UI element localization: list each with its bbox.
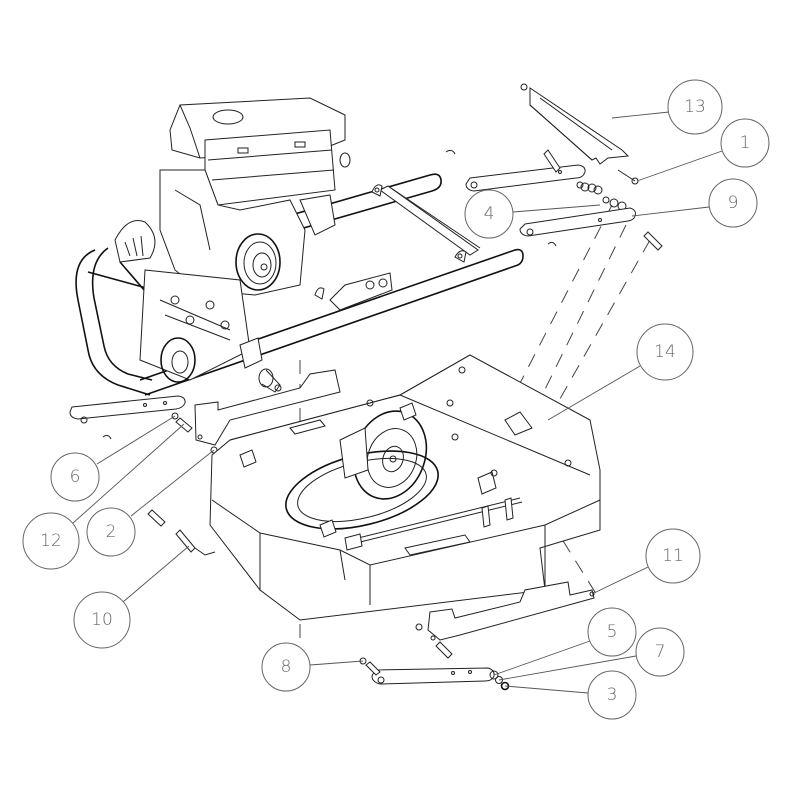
callouts: 13 1 9 4 14 6 (22, 79, 770, 720)
svg-text:12: 12 (40, 531, 62, 551)
left-link-and-bracket (69, 369, 341, 556)
svg-text:11: 11 (662, 546, 684, 566)
callout-6[interactable]: 6 (50, 415, 176, 502)
svg-text:10: 10 (91, 610, 113, 630)
upper-links (445, 149, 663, 251)
svg-text:14: 14 (654, 342, 676, 362)
callout-9[interactable]: 9 (631, 178, 758, 228)
svg-text:6: 6 (70, 467, 81, 487)
callout-8[interactable]: 8 (261, 642, 364, 692)
callout-10[interactable]: 10 (73, 545, 190, 649)
callout-7[interactable]: 7 (498, 627, 685, 681)
callout-13[interactable]: 13 (611, 79, 723, 135)
callout-2[interactable]: 2 (86, 449, 215, 557)
callout-14[interactable]: 14 (547, 323, 694, 421)
callout-5[interactable]: 5 (493, 607, 637, 676)
right-bracket-and-link (359, 581, 595, 691)
mower-deck (209, 354, 601, 621)
svg-text:2: 2 (106, 522, 117, 542)
callout-11[interactable]: 11 (591, 528, 701, 595)
engine (114, 97, 351, 393)
svg-text:1: 1 (740, 133, 751, 153)
svg-text:4: 4 (484, 204, 495, 224)
svg-text:8: 8 (281, 657, 292, 677)
callout-4[interactable]: 4 (464, 189, 601, 239)
svg-text:5: 5 (607, 622, 618, 642)
svg-text:7: 7 (655, 642, 666, 662)
svg-text:9: 9 (728, 193, 739, 213)
svg-text:3: 3 (607, 685, 618, 705)
callout-1[interactable]: 1 (636, 118, 770, 182)
deflector-plate (520, 83, 639, 185)
callout-12[interactable]: 12 (22, 423, 185, 570)
svg-text:13: 13 (684, 97, 706, 117)
callout-3[interactable]: 3 (504, 670, 637, 720)
